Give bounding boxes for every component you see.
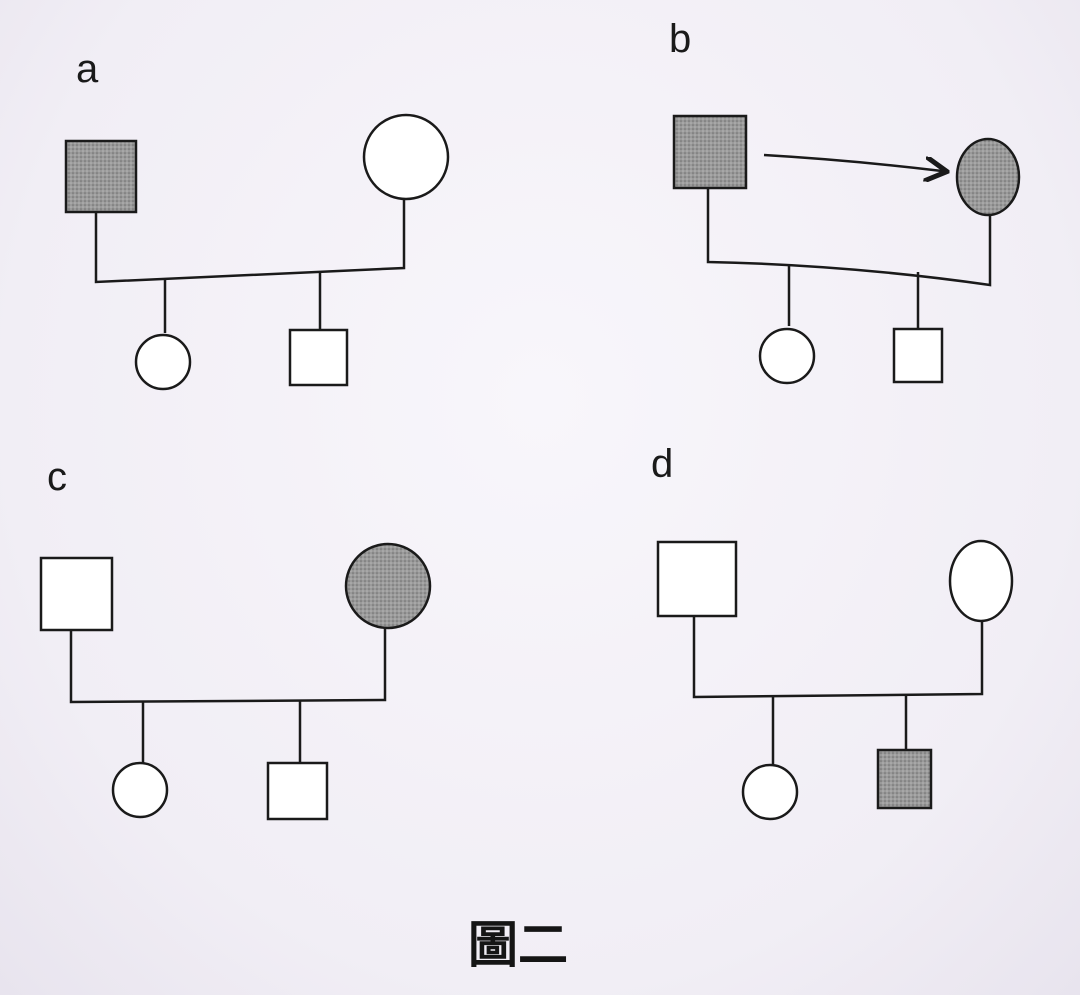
- father-d: [656, 540, 738, 618]
- child-a-1: [134, 333, 192, 391]
- mother-a: [362, 113, 450, 201]
- child-a-2: [288, 328, 349, 387]
- child-c-2: [266, 761, 329, 821]
- figure-caption: 圖二: [468, 916, 568, 974]
- arrow-b: [763, 153, 942, 171]
- father-b: [672, 114, 748, 190]
- panel-label-c: c: [47, 455, 67, 499]
- marriage-line-a: [94, 199, 406, 284]
- marriage-line-c: [69, 628, 387, 704]
- child-b-1: [758, 327, 816, 385]
- panel-a: a: [64, 47, 450, 391]
- panel-b: b: [669, 17, 1021, 385]
- child-c-1: [111, 761, 169, 819]
- mother-c: [344, 542, 432, 630]
- child-d-2: [876, 748, 933, 810]
- mother-b: [955, 137, 1021, 217]
- marriage-line-d: [692, 616, 984, 699]
- mother-d: [948, 539, 1014, 623]
- father-a: [64, 139, 138, 214]
- panel-d: d: [651, 442, 1014, 821]
- marriage-line-b: [706, 188, 992, 287]
- father-c: [39, 556, 114, 632]
- panel-c: c: [39, 455, 432, 821]
- panel-label-b: b: [669, 17, 691, 61]
- child-b-2: [892, 327, 944, 384]
- panel-label-d: d: [651, 442, 673, 486]
- child-d-1: [741, 763, 799, 821]
- panel-label-a: a: [76, 47, 99, 91]
